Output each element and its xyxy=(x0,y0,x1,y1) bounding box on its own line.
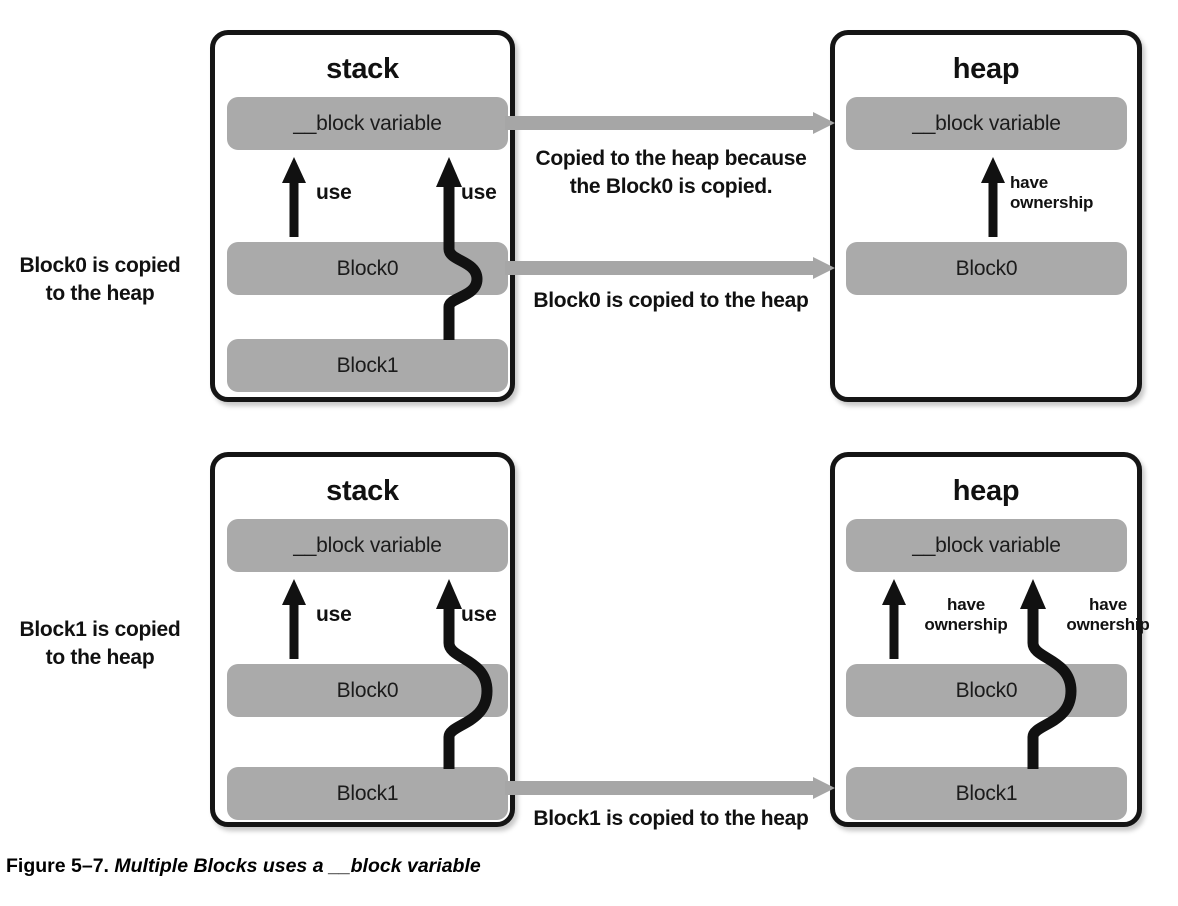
stack-box-bottom: stack __block variable Block0 Block1 use… xyxy=(210,452,515,827)
stack-top-slot-block0-label: Block0 xyxy=(336,256,399,280)
connector-top-block-variable xyxy=(505,112,835,134)
heap-box-top: heap __block variable Block0 have owners… xyxy=(830,30,1142,402)
stack-box-top-title: stack xyxy=(326,53,399,85)
stack-top-use-arrow-straight xyxy=(281,157,307,237)
connector-bottom-block1 xyxy=(505,777,835,799)
heap-bottom-ownership-arrow-straight xyxy=(881,579,907,659)
stack-bottom-slot-block0-label: Block0 xyxy=(336,678,399,702)
heap-bottom-slot-block1-label: Block1 xyxy=(955,781,1018,805)
stack-top-slot-block1-label: Block1 xyxy=(336,353,399,377)
heap-top-ownership-label-line2: ownership xyxy=(1010,192,1094,212)
heap-top-slot-block0: Block0 xyxy=(846,242,1127,295)
heap-bottom-ownership-label-1: have ownership xyxy=(911,595,1021,634)
heap-bottom-ownership-label-2-line2: ownership xyxy=(1066,614,1150,634)
stack-top-use-label-1: use xyxy=(316,181,352,204)
connector-top-block0-label: Block0 is copied to the heap xyxy=(521,287,821,315)
stack-box-bottom-title: stack xyxy=(326,475,399,507)
figure-caption: Figure 5–7. Multiple Blocks uses a __blo… xyxy=(6,855,481,878)
connector-top-block-variable-label-line2: the Block0 is copied. xyxy=(569,174,773,198)
heap-top-ownership-label-line1: have xyxy=(1010,173,1048,192)
row-top-left-note-line2: to the heap xyxy=(45,281,155,305)
heap-bottom-ownership-label-2-line1: have xyxy=(1089,595,1127,614)
stack-bottom-slot-block-variable: __block variable xyxy=(227,519,508,572)
stack-bottom-slot-block1: Block1 xyxy=(227,767,508,820)
heap-bottom-ownership-label-2: have ownership xyxy=(1053,595,1163,634)
figure-caption-label: Figure 5–7. xyxy=(6,855,109,877)
connector-bottom-block1-label: Block1 is copied to the heap xyxy=(521,805,821,833)
stack-top-slot-block1: Block1 xyxy=(227,339,508,392)
row-bottom-left-note: Block1 is copied to the heap xyxy=(2,616,198,671)
heap-box-bottom: heap __block variable Block0 Block1 have… xyxy=(830,452,1150,827)
heap-top-slot-block-variable: __block variable xyxy=(846,97,1127,150)
figure-caption-title: Multiple Blocks uses a __block variable xyxy=(114,855,481,877)
stack-top-slot-block-variable: __block variable xyxy=(227,97,508,150)
stack-bottom-use-arrow-straight xyxy=(281,579,307,659)
stack-bottom-slot-block1-label: Block1 xyxy=(336,781,399,805)
heap-bottom-slot-block-variable-label: __block variable xyxy=(912,533,1061,557)
heap-bottom-ownership-arrow-curved xyxy=(1015,579,1095,774)
heap-bottom-slot-block1: Block1 xyxy=(846,767,1127,820)
stack-bottom-use-arrow-curved xyxy=(431,579,511,774)
connector-top-block-variable-label-line1: Copied to the heap because xyxy=(535,147,807,170)
stack-top-slot-block-variable-label: __block variable xyxy=(293,111,442,135)
row-top-left-note-line1: Block0 is copied xyxy=(19,254,181,277)
stack-bottom-use-label-2: use xyxy=(461,603,497,626)
heap-bottom-slot-block-variable: __block variable xyxy=(846,519,1127,572)
connector-top-block0 xyxy=(505,257,835,279)
stack-bottom-use-label-1: use xyxy=(316,603,352,626)
stack-bottom-slot-block-variable-label: __block variable xyxy=(293,533,442,557)
row-bottom-left-note-line1: Block1 is copied xyxy=(19,618,181,641)
heap-bottom-slot-block0-label: Block0 xyxy=(955,678,1018,702)
heap-top-slot-block0-label: Block0 xyxy=(955,256,1018,280)
stack-top-use-arrow-curved xyxy=(431,157,501,342)
connector-top-block0-label-line1: Block0 is copied to the heap xyxy=(533,289,809,312)
connector-bottom-block1-label-line1: Block1 is copied to the heap xyxy=(533,807,809,830)
heap-bottom-ownership-label-1-line1: have xyxy=(947,595,985,614)
heap-top-ownership-arrow xyxy=(980,157,1006,237)
row-bottom-left-note-line2: to the heap xyxy=(45,645,155,669)
heap-top-slot-block-variable-label: __block variable xyxy=(912,111,1061,135)
heap-box-top-title: heap xyxy=(952,53,1020,85)
connector-top-block-variable-label: Copied to the heap because the Block0 is… xyxy=(521,145,821,200)
stack-box-top: stack __block variable Block0 Block1 use… xyxy=(210,30,515,402)
heap-bottom-ownership-label-1-line2: ownership xyxy=(924,614,1008,634)
row-top-left-note: Block0 is copied to the heap xyxy=(2,252,198,307)
heap-box-bottom-title: heap xyxy=(952,475,1020,507)
stack-top-use-label-2: use xyxy=(461,181,497,204)
heap-top-ownership-label: have ownership xyxy=(1010,173,1120,212)
